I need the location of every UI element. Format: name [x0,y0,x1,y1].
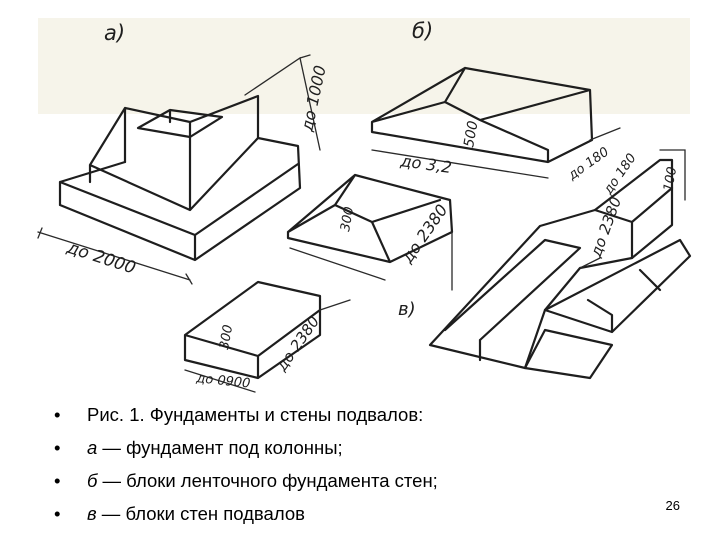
caption-text-v: — блоки стен подвалов [96,503,305,524]
slide-number: 26 [665,498,680,513]
caption-item: • Рис. 1. Фундаменты и стены подвалов: [54,398,654,431]
panel-label-v: в) [398,299,416,320]
caption-label-v: в [87,503,97,524]
bullet: • [54,503,61,524]
caption-item: • в — блоки стен подвалов [54,497,654,530]
caption-text-a: — фундамент под колонны; [97,437,343,458]
dim-b-top-height: 500 [461,120,481,149]
panel-label-b: б) [412,19,433,43]
dim-v-depth: 100 [661,166,680,193]
dim-b-low-length: до 2380 [272,313,323,375]
dim-b-top-length: до 3,2 [398,151,453,177]
dim-b-mid-height: 300 [338,206,357,233]
bullet: • [54,470,61,491]
figure-caption-list: • Рис. 1. Фундаменты и стены подвалов: •… [54,398,654,530]
foundation-drawing: а) б) в) до 1000 до 2000 500 до 3,2 300 … [37,18,692,393]
bullet: • [54,437,61,458]
caption-item: • б — блоки ленточного фундамента стен; [54,464,654,497]
basement-wall-blocks-drawing [428,149,692,380]
dim-v-length: до 2380 [587,194,626,260]
caption-item: • а — фундамент под колонны; [54,431,654,464]
bullet: • [54,404,61,425]
dim-a-width: до 2000 [64,237,138,278]
strip-footing-blocks-drawing [183,66,621,393]
column-footing-drawing [37,54,321,285]
dim-b-low-height: 300 [217,324,236,351]
caption-title: Рис. 1. Фундаменты и стены подвалов: [87,404,424,425]
dim-b-low-width: до 0900 [195,371,251,392]
caption-label-b: б [87,470,98,491]
panel-label-a: а) [104,21,125,45]
paper-tint [38,18,690,114]
caption-label-a: а [87,437,98,458]
foundation-illustration: а) б) в) до 1000 до 2000 500 до 3,2 300 … [37,18,692,393]
caption-text-b: — блоки ленточного фундамента стен; [97,470,438,491]
